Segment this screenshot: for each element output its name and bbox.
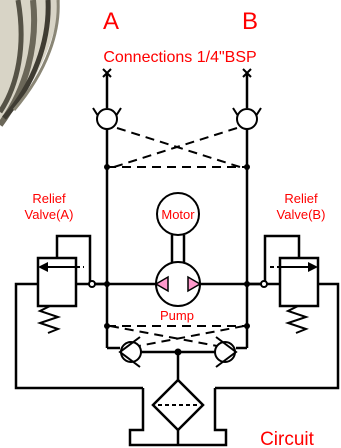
check-valve-top-a-icon [92, 107, 122, 132]
cable-photo-fragment [0, 0, 60, 127]
pump-arrow-right-icon [187, 275, 202, 293]
relief-valve-a-icon [36, 256, 84, 334]
relief-valve-b-icon [270, 256, 320, 334]
relief-valve-a-line2: Valve(A) [25, 207, 74, 222]
port-b-x-icon [242, 68, 252, 78]
bottom-line [141, 350, 215, 380]
junction-dot [104, 281, 110, 287]
junction-dot [244, 164, 250, 170]
check-valve-bottom-a-icon [118, 336, 142, 368]
motor: Motor [156, 192, 200, 236]
relief-valve-b-line2: Valve(B) [277, 207, 326, 222]
junction-dot [104, 164, 110, 170]
relief-valve-a-line1: Relief [32, 191, 66, 206]
port-a-x-icon [102, 68, 112, 78]
relief-valve-b-lines [215, 234, 340, 390]
motor-shaft [170, 235, 186, 264]
port-b-label: B [242, 8, 258, 35]
motor-label: Motor [161, 207, 195, 222]
check-valve-bottom-b-icon [214, 336, 238, 368]
junction-dot [260, 280, 268, 288]
filter-icon [151, 378, 205, 432]
reservoir-tank [128, 388, 228, 447]
circuit-caption: Circuit [260, 429, 315, 448]
junction-dot [174, 348, 182, 356]
pilot-lines-top [107, 127, 247, 168]
relief-valve-b-line1: Relief [284, 191, 318, 206]
pilot-lines-bottom [107, 325, 247, 349]
check-valve-top-b-icon [232, 107, 262, 132]
pump-arrow-left-icon [154, 275, 169, 293]
junction-dot [88, 280, 96, 288]
port-a-label: A [103, 8, 119, 35]
connections-label: Connections 1/4"BSP [103, 49, 256, 66]
pump [154, 261, 202, 307]
junction-dot [244, 281, 250, 287]
relief-valve-a-lines [14, 234, 143, 390]
pump-label: Pump [160, 308, 194, 323]
